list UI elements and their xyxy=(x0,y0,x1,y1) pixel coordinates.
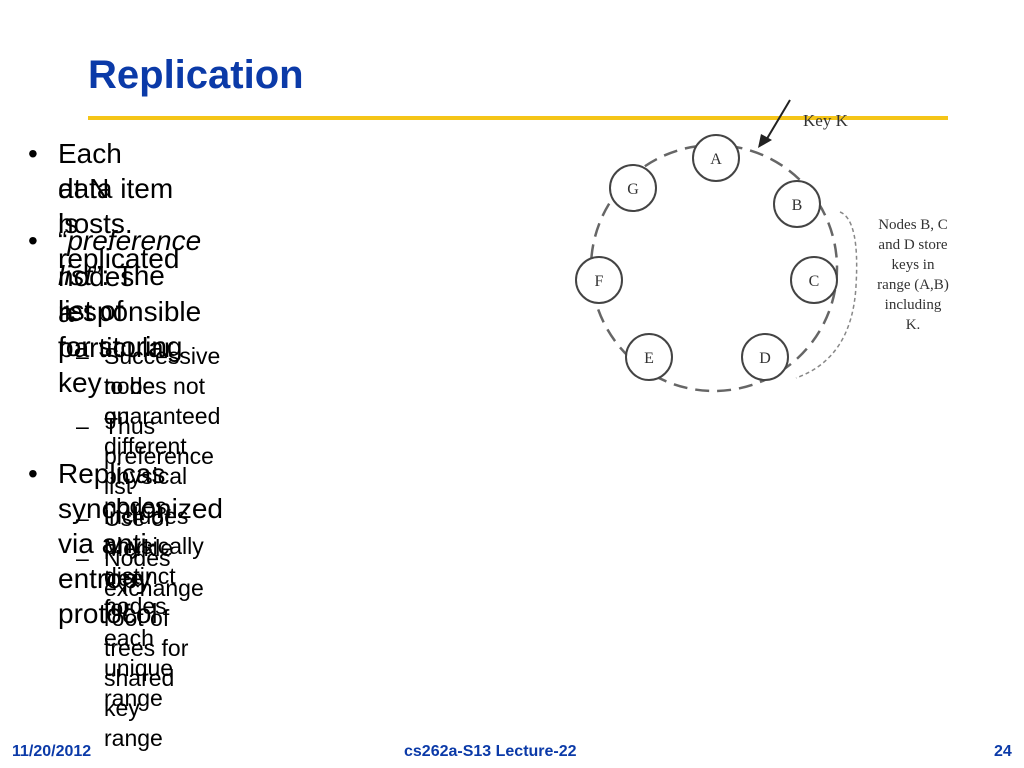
range-caption-line: Nodes B, C xyxy=(878,217,948,233)
node-label: C xyxy=(809,273,820,290)
bullet-item-anti-entropy: • Replicas synchronized via anti-entropy… xyxy=(28,456,223,631)
ring-svg: Key K A B C D E F G xyxy=(575,99,858,393)
sub-bullet-distinct: – Thus preference list includes physical… xyxy=(76,411,214,621)
bullet-text: at N hosts. xyxy=(58,173,133,239)
bullet-text: a particular key xyxy=(58,297,174,398)
sub-bullet-successive-cont: to be on different physical nodes xyxy=(104,371,187,521)
node-label: B xyxy=(792,197,803,214)
node-d: D xyxy=(741,333,789,381)
sub-bullet-dash: – xyxy=(76,545,89,571)
sub-bullet-text: Nodes exchange root of trees for shared … xyxy=(104,545,204,751)
sub-bullet-dash: – xyxy=(76,343,89,369)
sub-bullet-text: Successive nodes not guaranteed xyxy=(104,343,221,429)
key-arrow-shaft xyxy=(764,99,791,143)
bullet-item-preference-list: • “preference list”: The list of xyxy=(28,223,202,328)
sub-bullet-merkle: – Use of Merkle tree for each unique ran… xyxy=(76,503,174,713)
node-f: F xyxy=(575,256,623,304)
bullet-dot: • xyxy=(28,138,38,169)
range-brace xyxy=(795,211,858,379)
node-a: A xyxy=(692,134,740,182)
bullet-text: ”: The list of xyxy=(58,260,165,326)
node-label: D xyxy=(759,350,771,367)
bullet-item-preference-cont1: nodes responsible for storing xyxy=(58,259,201,364)
range-caption-line: K. xyxy=(905,317,921,333)
slide-title: Replication xyxy=(88,53,304,97)
node-e: E xyxy=(625,333,673,381)
bullet-item-replicated: • Each data item is replicated xyxy=(28,136,180,276)
node-label: A xyxy=(710,151,722,168)
node-g: G xyxy=(609,164,657,212)
key-label: Key K xyxy=(803,111,849,130)
footer-date: 11/20/2012 xyxy=(12,743,92,760)
node-label: E xyxy=(644,350,654,367)
range-caption-line: and D store xyxy=(878,237,948,253)
sub-bullet-text: to be on different physical nodes xyxy=(104,373,188,519)
bullet-text: nodes responsible for storing xyxy=(58,261,202,362)
node-b: B xyxy=(773,180,821,228)
bullet-item-replicated-cont: at N hosts. xyxy=(58,171,133,241)
node-c: C xyxy=(790,256,838,304)
bullet-dot: • xyxy=(28,225,38,256)
footer-page-number: 24 xyxy=(994,743,1012,760)
range-caption-line: range (A,B) xyxy=(877,277,949,293)
bullet-dot: • xyxy=(28,458,38,489)
sub-bullet-text: Thus preference list includes physically… xyxy=(104,413,214,619)
sub-bullet-dash: – xyxy=(76,505,89,531)
bullet-item-preference-cont2: a particular key xyxy=(58,295,173,400)
range-caption-line: keys in xyxy=(891,257,935,273)
footer-course: cs262a-S13 Lecture-22 xyxy=(404,743,577,760)
sub-bullet-successive: – Successive nodes not guaranteed xyxy=(76,341,221,431)
preference-list-term: preference list xyxy=(58,225,202,291)
sub-bullet-text: Use of Merkle tree for each unique range xyxy=(104,505,174,711)
range-caption-line: including xyxy=(884,297,942,313)
node-label: F xyxy=(595,273,604,290)
title-underline xyxy=(88,116,948,120)
node-label: G xyxy=(627,181,639,198)
quote-open: “ xyxy=(58,225,68,256)
bullet-text: Each data item is replicated xyxy=(58,138,180,274)
sub-bullet-exchange: – Nodes exchange root of trees for share… xyxy=(76,543,204,753)
bullet-text: Replicas synchronized via anti-entropy p… xyxy=(58,458,223,629)
key-arrow-head xyxy=(758,134,772,148)
ring-diagram: Key K A B C D E F G Nodes B xyxy=(560,96,980,396)
sub-bullet-dash: – xyxy=(76,413,89,439)
